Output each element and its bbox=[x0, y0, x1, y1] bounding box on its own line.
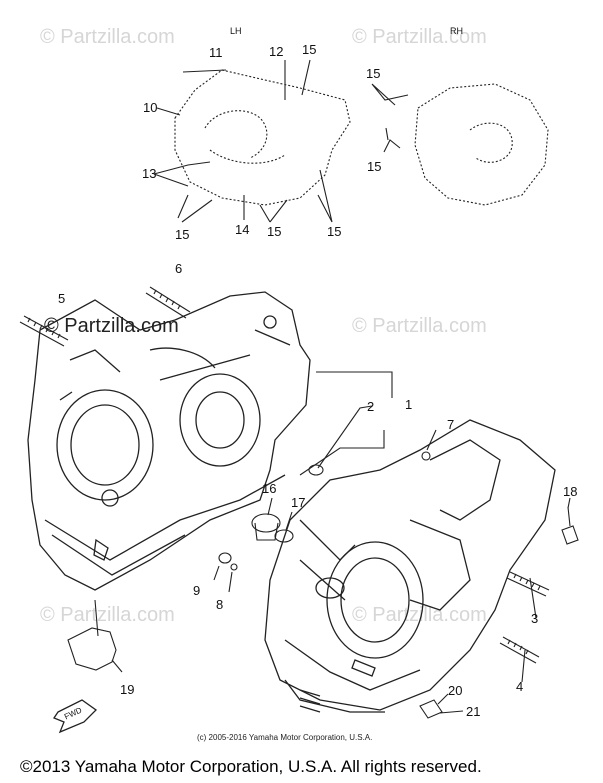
callout-6: 6 bbox=[175, 261, 183, 276]
callout-15: 15 bbox=[175, 227, 190, 242]
stud-bolt-6 bbox=[145, 286, 191, 319]
plug-16 bbox=[251, 513, 281, 533]
clip-20 bbox=[419, 699, 443, 719]
callout-9: 9 bbox=[193, 583, 201, 598]
dowel-pin-9 bbox=[218, 552, 232, 564]
callout-16: 16 bbox=[262, 481, 277, 496]
rh-cover-gasket bbox=[414, 83, 549, 206]
lh-label: LH bbox=[230, 26, 242, 36]
callout-15: 15 bbox=[367, 159, 382, 174]
callout-15: 15 bbox=[366, 66, 381, 81]
copyright-credit: (c) 2005-2016 Yamaha Motor Corporation, … bbox=[197, 733, 373, 742]
callout-8: 8 bbox=[216, 597, 224, 612]
callout-2: 2 bbox=[367, 399, 375, 414]
callout-15: 15 bbox=[302, 42, 317, 57]
lh-cover-gasket bbox=[174, 69, 351, 206]
callout-13: 13 bbox=[142, 166, 157, 181]
callout-15: 15 bbox=[327, 224, 342, 239]
callout-21: 21 bbox=[466, 704, 481, 719]
watermark: © Partzilla.com bbox=[352, 26, 487, 48]
watermark: © Partzilla.com bbox=[352, 315, 487, 337]
pin-18 bbox=[561, 506, 579, 545]
watermark: © Partzilla.com bbox=[40, 604, 175, 626]
fwd-arrow bbox=[53, 699, 98, 734]
callout-19: 19 bbox=[120, 682, 135, 697]
o-ring-17 bbox=[274, 529, 294, 543]
left-crankcase bbox=[27, 291, 311, 591]
callout-10: 10 bbox=[143, 100, 158, 115]
callout-12: 12 bbox=[269, 44, 284, 59]
right-crankcase bbox=[264, 419, 556, 713]
stud-bolt-3 bbox=[506, 571, 550, 597]
rh-label: RH bbox=[450, 26, 463, 36]
o-ring-8 bbox=[230, 563, 238, 571]
plug-7 bbox=[421, 451, 431, 461]
callout-14: 14 bbox=[235, 222, 250, 237]
watermark: © Partzilla.com bbox=[352, 604, 487, 626]
cover-19 bbox=[67, 627, 117, 671]
callout-7: 7 bbox=[447, 417, 455, 432]
callout-4: 4 bbox=[516, 679, 524, 694]
watermark: © Partzilla.com bbox=[44, 315, 179, 337]
callout-11: 11 bbox=[209, 45, 223, 60]
dowel-pin-2 bbox=[308, 464, 324, 476]
stud-bolt-5 bbox=[19, 315, 69, 347]
callout-1: 1 bbox=[405, 397, 413, 412]
callout-18: 18 bbox=[563, 484, 578, 499]
callout-15: 15 bbox=[267, 224, 282, 239]
callout-5: 5 bbox=[58, 291, 66, 306]
callout-17: 17 bbox=[291, 495, 306, 510]
callout-3: 3 bbox=[531, 611, 539, 626]
watermark: © Partzilla.com bbox=[40, 26, 175, 48]
copyright-footer: ©2013 Yamaha Motor Corporation, U.S.A. A… bbox=[20, 757, 482, 776]
stud-bolt-4 bbox=[499, 636, 540, 664]
callout-20: 20 bbox=[448, 683, 463, 698]
